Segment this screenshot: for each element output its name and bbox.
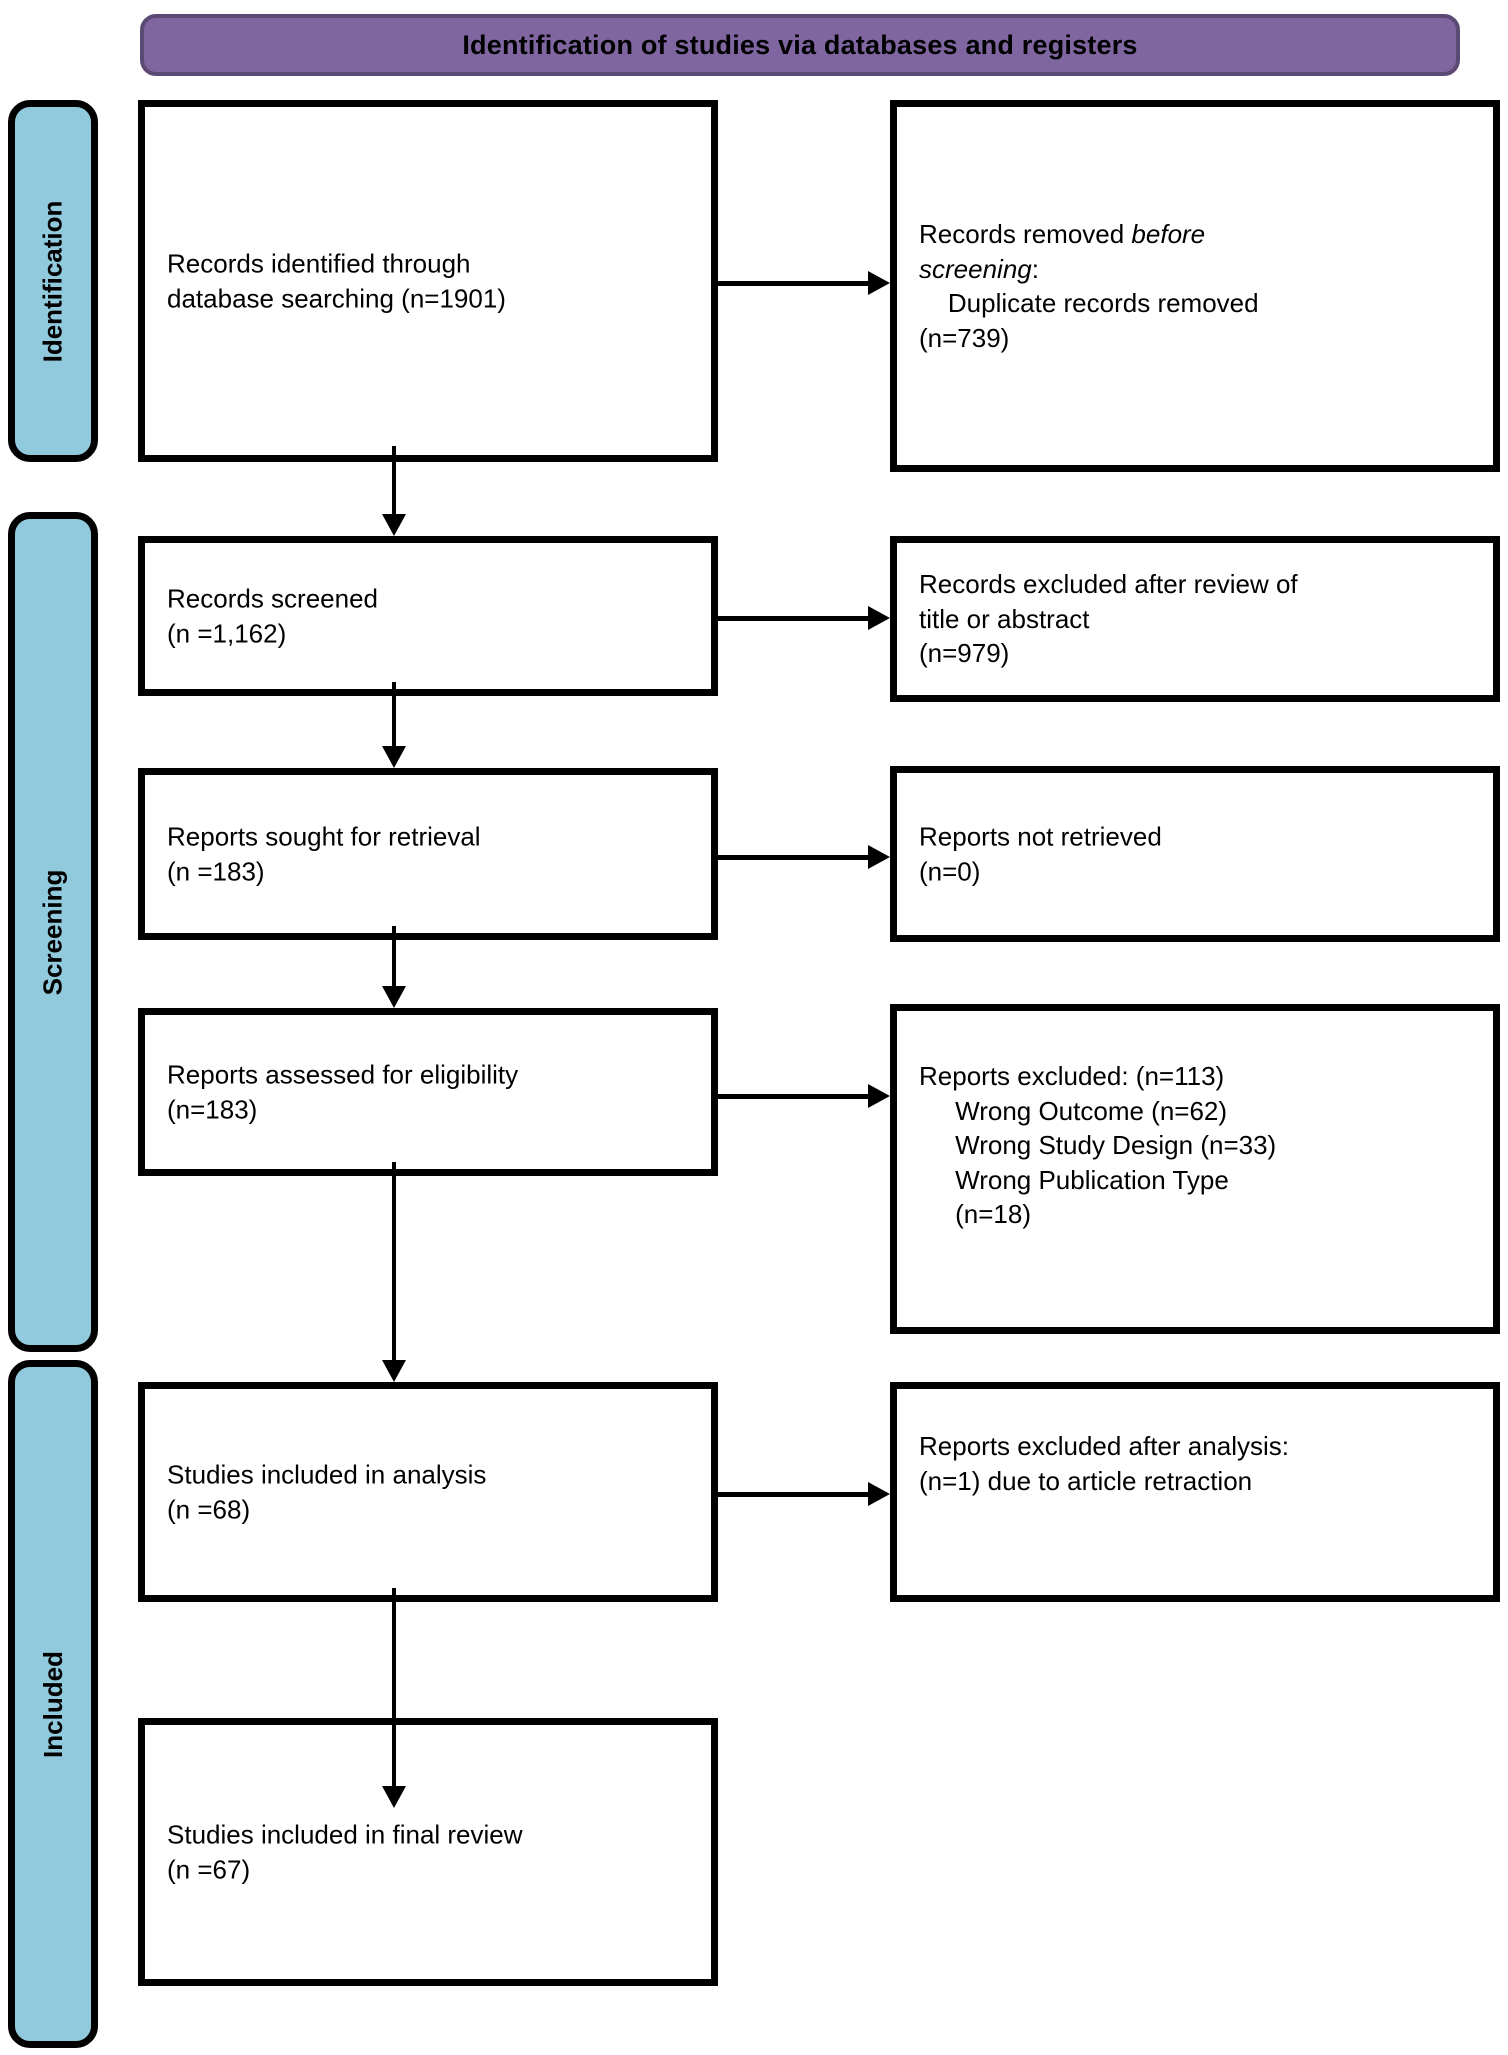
arrow-head <box>382 986 406 1008</box>
arrow-head <box>382 746 406 768</box>
box-studies-final-review-text: Studies included in final review (n =67) <box>167 1819 523 1884</box>
arrow-head <box>868 271 890 295</box>
box-reports-not-retrieved-text: Reports not retrieved (n=0) <box>919 821 1162 886</box>
box-records-excluded-title-abstract: Records excluded after review of title o… <box>890 536 1500 702</box>
box-records-identified: Records identified through database sear… <box>138 100 718 462</box>
arrow-head <box>868 1084 890 1108</box>
arrow-shaft <box>716 281 868 286</box>
stage-bar-included: Included <box>8 1360 98 2048</box>
arrow-shaft <box>392 1162 396 1360</box>
box-studies-included-analysis-text: Studies included in analysis (n =68) <box>167 1459 487 1524</box>
box-reports-sought-text: Reports sought for retrieval (n =183) <box>167 821 481 886</box>
stage-label-screening: Screening <box>37 869 68 995</box>
arrow-shaft <box>716 1492 868 1497</box>
arrow-head <box>868 845 890 869</box>
box-studies-final-review: Studies included in final review (n =67) <box>138 1718 718 1986</box>
stage-bar-screening: Screening <box>8 512 98 1352</box>
box-reports-assessed: Reports assessed for eligibility (n=183) <box>138 1008 718 1176</box>
banner-title: Identification of studies via databases … <box>462 29 1138 60</box>
arrow-shaft <box>392 682 396 746</box>
box-records-removed-before-screening: Records removed before screening: Duplica… <box>890 100 1500 472</box>
removed-line1-prefix: Records removed <box>919 218 1132 249</box>
diagram-banner: Identification of studies via databases … <box>140 14 1460 76</box>
arrow-shaft <box>716 616 868 621</box>
box-reports-sought: Reports sought for retrieval (n =183) <box>138 768 718 940</box>
box-reports-excluded: Reports excluded: (n=113) Wrong Outcome … <box>890 1004 1500 1334</box>
box-reports-excluded-after-analysis: Reports excluded after analysis: (n=1) d… <box>890 1382 1500 1602</box>
box-reports-not-retrieved: Reports not retrieved (n=0) <box>890 766 1500 942</box>
arrow-head <box>868 606 890 630</box>
box-reports-assessed-text: Reports assessed for eligibility (n=183) <box>167 1059 519 1124</box>
box-reports-excluded-after-analysis-text: Reports excluded after analysis: (n=1) d… <box>919 1431 1289 1496</box>
stage-bar-identification: Identification <box>8 100 98 462</box>
box-records-excluded-title-abstract-text: Records excluded after review of title o… <box>919 569 1298 669</box>
arrow-shaft <box>392 1588 396 1786</box>
removed-line2-italic: screening <box>919 253 1032 284</box>
box-records-removed-before-screening-text: Records removed before screening: Duplica… <box>919 217 1479 355</box>
box-records-screened-text: Records screened (n =1,162) <box>167 583 378 648</box>
arrow-shaft <box>392 926 396 986</box>
arrow-shaft <box>716 1094 868 1099</box>
removed-line2-suffix: : <box>1031 253 1039 284</box>
box-records-screened: Records screened (n =1,162) <box>138 536 718 696</box>
arrow-head <box>382 514 406 536</box>
stage-label-identification: Identification <box>37 200 68 362</box>
stage-label-included: Included <box>37 1650 68 1758</box>
arrow-shaft <box>716 855 868 860</box>
arrow-head <box>868 1482 890 1506</box>
arrow-shaft <box>392 446 396 514</box>
box-reports-excluded-text: Reports excluded: (n=113) Wrong Outcome … <box>919 1061 1277 1230</box>
removed-line4: (n=739) <box>919 322 1010 353</box>
arrow-head <box>382 1786 406 1808</box>
arrow-head <box>382 1360 406 1382</box>
box-records-identified-text: Records identified through database sear… <box>167 248 506 313</box>
removed-line1-italic: before <box>1131 218 1206 249</box>
box-studies-included-analysis: Studies included in analysis (n =68) <box>138 1382 718 1602</box>
removed-line3: Duplicate records removed <box>919 288 1259 318</box>
